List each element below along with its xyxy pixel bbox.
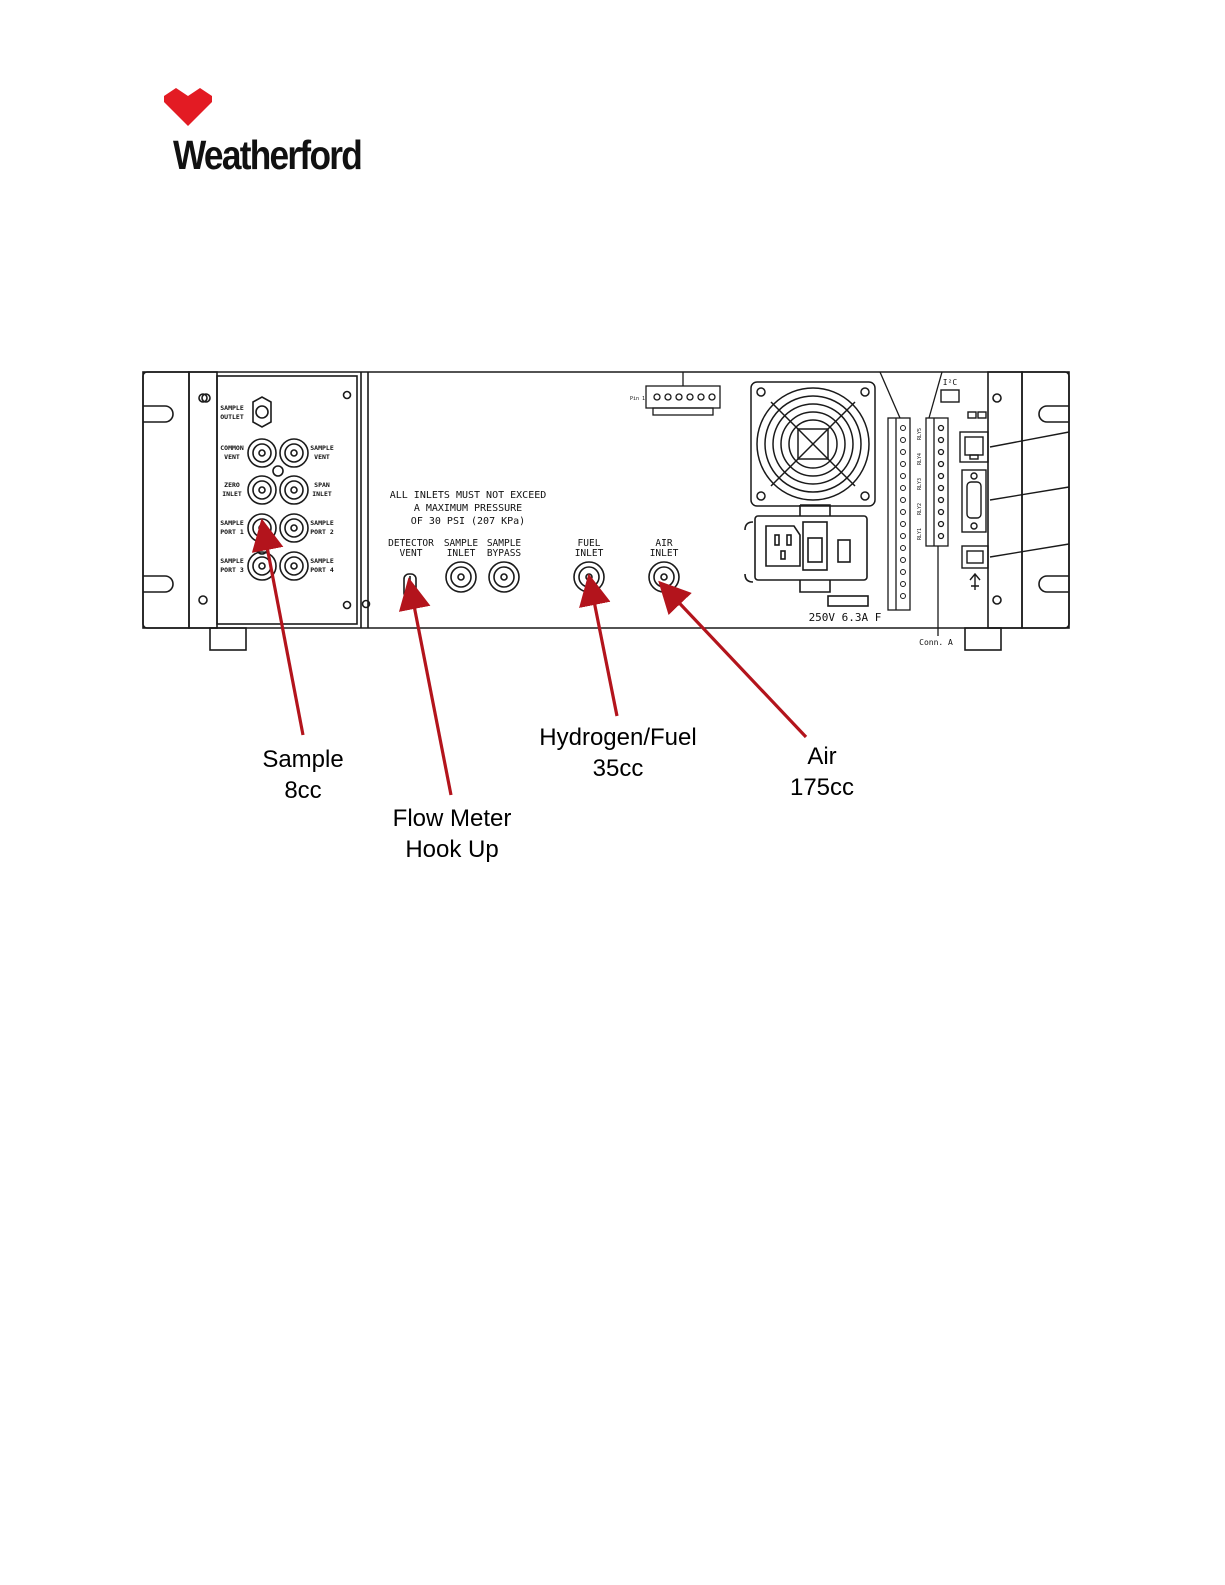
sample-callout-line-2: 8cc [284, 777, 322, 804]
sample-port-2-fitting-icon [279, 513, 309, 543]
chassis [142, 371, 1070, 651]
power-inlet-icon [765, 525, 801, 567]
air-inlet-fitting-icon [648, 561, 680, 593]
span-inlet-label-2: INLET [312, 490, 332, 498]
pressure-warning: ALL INLETS MUST NOT EXCEED A MAXIMUM PRE… [390, 490, 547, 527]
flow-meter-callout-line-2: Hook Up [405, 836, 499, 863]
air-callout: Air 175cc [762, 741, 882, 803]
sample-outlet-label-1: SAMPLE [220, 404, 244, 412]
warning-line-2: A MAXIMUM PRESSURE [414, 503, 522, 514]
top-connector-pin-label: Pin 1 [630, 396, 645, 402]
terminal-block-b [925, 417, 949, 636]
relay-label-1: RLY1 [917, 528, 923, 540]
fuel-inlet-fitting-icon [573, 561, 605, 593]
conn-a-label: Conn. A [919, 638, 953, 647]
left-module-fittings [247, 396, 309, 581]
air-arrow [658, 580, 808, 739]
air-callout-line-1: Air [807, 743, 837, 770]
fuel-inlet-label-1: FUEL [578, 538, 601, 549]
zero-inlet-label-1: ZERO [224, 481, 240, 489]
relay-label-5: RLY5 [917, 428, 923, 440]
center-fittings [403, 561, 680, 599]
span-inlet-label-1: SPAN [314, 481, 330, 489]
flow-meter-callout-line-1: Flow Meter [392, 805, 512, 832]
fuel-callout-line-1: Hydrogen/Fuel [539, 724, 697, 751]
sample-bypass-label-2: BYPASS [487, 548, 522, 559]
span-inlet-fitting-icon [279, 475, 309, 505]
power-entry-module [744, 504, 869, 607]
relay-label-2: RLY2 [917, 503, 923, 515]
fuel-callout-line-2: 35cc [592, 755, 644, 782]
zero-inlet-label-2: INLET [222, 490, 242, 498]
sample-port-4-fitting-icon [279, 551, 309, 581]
sample-inlet-fitting-icon [445, 561, 477, 593]
rear-panel-diagram: SAMPLE OUTLET COMMON VENT SAMPLE VENT ZE… [142, 371, 1070, 796]
usb-port-icon [961, 545, 989, 590]
power-switch-icon [802, 521, 828, 571]
sample-vent-label-1: SAMPLE [310, 444, 334, 452]
flow-meter-callout: Flow Meter Hook Up [371, 803, 533, 865]
fan-icon [750, 381, 876, 507]
weatherford-logo: Weatherford [160, 86, 363, 186]
sample-bypass-label-1: SAMPLE [487, 538, 522, 549]
sample-port-1-label-2: PORT 1 [220, 528, 244, 536]
warning-line-1: ALL INLETS MUST NOT EXCEED [390, 490, 547, 501]
fuel-inlet-label-2: INLET [575, 548, 604, 559]
sample-port-1-fitting-icon [247, 513, 277, 543]
sample-port-4-label-1: SAMPLE [310, 557, 334, 565]
sample-port-2-label-1: SAMPLE [310, 519, 334, 527]
serial-port-icon [961, 469, 987, 533]
terminal-block-a [879, 371, 943, 611]
sample-inlet-label-2: INLET [447, 548, 476, 559]
top-connector [645, 372, 721, 416]
sample-port-3-label-1: SAMPLE [220, 557, 244, 565]
terminal-block-a-pins [900, 425, 906, 599]
common-vent-label-1: COMMON [220, 444, 244, 452]
detector-vent-label-1: DETECTOR [388, 538, 434, 549]
weatherford-logo-mark-icon [164, 88, 212, 126]
sample-arrow [251, 518, 305, 736]
relay-label-3: RLY3 [917, 478, 923, 490]
sample-vent-label-2: VENT [314, 453, 330, 461]
common-vent-label-2: VENT [224, 453, 240, 461]
detector-vent-fitting-icon [403, 573, 417, 599]
i2c-label: I²C [943, 378, 958, 387]
zero-inlet-fitting-icon [247, 475, 277, 505]
ethernet-port-icon [959, 431, 989, 463]
sample-outlet-label-2: OUTLET [220, 413, 244, 421]
center-port-labels: DETECTOR VENT SAMPLE INLET SAMPLE BYPASS… [388, 538, 678, 559]
air-inlet-label-1: AIR [655, 538, 672, 549]
i2c-connector-icon [940, 389, 960, 403]
left-module-labels: SAMPLE OUTLET COMMON VENT SAMPLE VENT ZE… [220, 404, 334, 574]
fuel-arrow [579, 573, 619, 717]
detector-vent-label-2: VENT [400, 548, 423, 559]
sample-port-3-label-2: PORT 3 [220, 566, 244, 574]
right-connectors [940, 389, 1070, 590]
sample-inlet-label-1: SAMPLE [444, 538, 479, 549]
fuel-callout: Hydrogen/Fuel 35cc [520, 722, 716, 784]
sample-vent-fitting-icon [279, 438, 309, 468]
fuse-holder-icon [837, 539, 851, 563]
common-vent-fitting-icon [247, 438, 277, 468]
flow-meter-arrow [398, 577, 453, 796]
air-inlet-label-2: INLET [650, 548, 679, 559]
relay-label-4: RLY4 [917, 453, 923, 465]
sample-port-1-label-1: SAMPLE [220, 519, 244, 527]
sample-outlet-fitting-icon [252, 396, 272, 428]
sample-callout-line-1: Sample [262, 746, 344, 773]
warning-line-3: OF 30 PSI (207 KPa) [411, 516, 525, 527]
sample-bypass-fitting-icon [488, 561, 520, 593]
callout-arrows [251, 518, 808, 796]
relay-labels: RLY5 RLY4 RLY3 RLY2 RLY1 [917, 428, 923, 540]
air-callout-line-2: 175cc [789, 774, 855, 801]
brand-name: Weatherford [173, 132, 363, 178]
sample-port-4-label-2: PORT 4 [310, 566, 334, 574]
fuse-rating: 250V 6.3A F [809, 611, 882, 624]
sample-callout: Sample 8cc [243, 744, 363, 806]
sample-port-2-label-2: PORT 2 [310, 528, 334, 536]
